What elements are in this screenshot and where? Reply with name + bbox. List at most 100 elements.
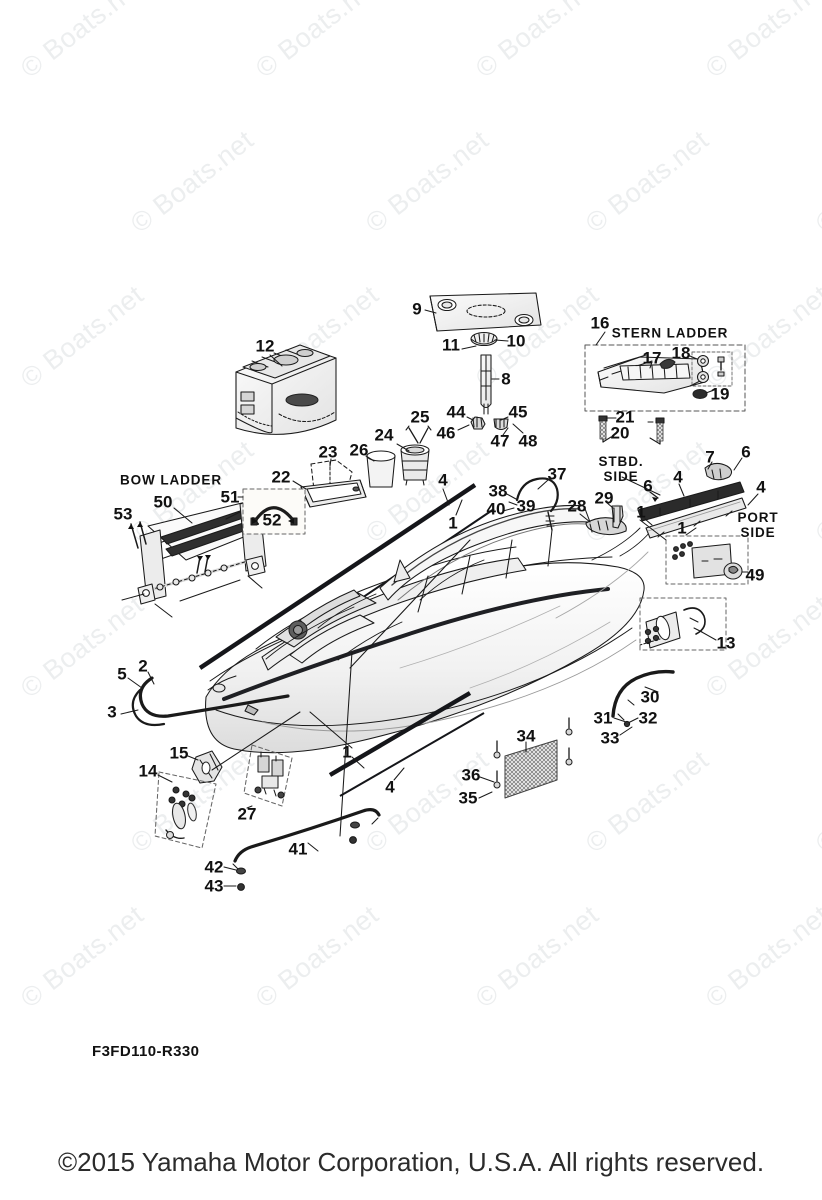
callout-32: 32 [638, 708, 658, 728]
callout-1: 1 [636, 502, 646, 522]
callout-1: 1 [677, 518, 687, 538]
callout-6: 6 [741, 442, 751, 462]
callout-23: 23 [318, 442, 338, 462]
callout-14: 14 [138, 761, 158, 781]
callout-1: 1 [342, 742, 352, 762]
callout-19: 19 [710, 384, 730, 404]
section-label-stern-ladder: STERN LADDER [611, 325, 729, 341]
callout-47: 47 [490, 431, 510, 451]
part-29-bracket [611, 505, 624, 529]
callout-15: 15 [169, 743, 189, 763]
callout-2: 2 [138, 656, 148, 676]
callout-12: 12 [255, 336, 275, 356]
callout-36: 36 [461, 765, 481, 785]
part-9-plate [429, 292, 542, 332]
part-15-bracket [191, 750, 223, 784]
parts-2-3-5 [131, 676, 290, 727]
callout-18: 18 [671, 343, 691, 363]
stern-rail-group [621, 457, 759, 539]
part-14-panel [154, 771, 217, 849]
callout-11: 11 [442, 335, 460, 355]
copyright-text: ©2015 Yamaha Motor Corporation, U.S.A. A… [57, 1146, 765, 1177]
callout-38: 38 [488, 481, 508, 501]
callout-33: 33 [600, 728, 620, 748]
callout-39: 39 [516, 496, 536, 516]
part-41-bar [232, 808, 381, 875]
callout-45: 45 [508, 402, 528, 422]
part-24-cup [400, 444, 430, 486]
rail-lower-1 [328, 691, 472, 777]
part-44-clip [470, 416, 486, 430]
part-8-post [480, 354, 492, 415]
diagram-code: F3FD110-R330 [92, 1043, 200, 1060]
callout-10: 10 [506, 331, 526, 351]
callout-21: 21 [615, 407, 635, 427]
callout-3: 3 [107, 702, 117, 722]
part-13-inset [639, 597, 727, 651]
part-12-cooler [235, 344, 337, 435]
callout-42: 42 [204, 857, 224, 877]
part-49-inset [665, 535, 749, 585]
callout-28: 28 [567, 496, 587, 516]
callout-27: 27 [237, 804, 257, 824]
callout-37: 37 [547, 464, 567, 484]
callout-22: 22 [271, 467, 291, 487]
part-22-tray [300, 479, 367, 508]
part-30-hose [611, 669, 675, 721]
callout-35: 35 [458, 788, 478, 808]
callout-26: 26 [349, 440, 369, 460]
stern-ladder-group [584, 331, 746, 412]
part-51-52-inset [237, 488, 306, 535]
callout-30: 30 [640, 687, 660, 707]
copyright-footer: ©2015 Yamaha Motor Corporation, U.S.A. A… [0, 1140, 822, 1184]
part-18-hardware [691, 351, 733, 387]
callout-31: 31 [593, 708, 613, 728]
callout-1: 1 [448, 513, 458, 533]
part-19-knob [692, 388, 715, 400]
callout-4: 4 [385, 777, 395, 797]
callout-13: 13 [716, 633, 736, 653]
callout-24: 24 [374, 425, 394, 445]
part-27-assembly [243, 744, 293, 807]
callout-16: 16 [590, 313, 610, 333]
boat-hull [205, 504, 651, 754]
callout-4: 4 [438, 470, 448, 490]
rail-lower-4 [339, 712, 485, 797]
part-34-mesh [493, 717, 573, 799]
callout-46: 46 [436, 423, 456, 443]
part-26-cup [366, 450, 396, 488]
part-10-cap [470, 331, 498, 347]
callout-34: 34 [516, 726, 536, 746]
part-37-hose [515, 477, 559, 531]
callout-4: 4 [673, 467, 683, 487]
callout-9: 9 [412, 299, 422, 319]
callout-40: 40 [486, 499, 506, 519]
part-17-ladder [597, 354, 706, 394]
callout-51: 51 [220, 487, 240, 507]
callout-25: 25 [410, 407, 430, 427]
callout-8: 8 [501, 369, 511, 389]
callout-53: 53 [113, 504, 133, 524]
callout-17: 17 [642, 348, 662, 368]
parts-20-21-bolts [598, 415, 665, 445]
callout-44: 44 [446, 402, 466, 422]
callout-29: 29 [594, 488, 614, 508]
callout-52: 52 [262, 510, 282, 530]
callout-50: 50 [153, 492, 173, 512]
part-25-bracket [405, 425, 432, 444]
callout-4: 4 [756, 477, 766, 497]
callout-6: 6 [643, 476, 653, 496]
rail-upper-4 [198, 483, 477, 670]
part-45-clip [493, 418, 509, 431]
callout-43: 43 [204, 876, 224, 896]
section-label-stbd-side: STBD.SIDE [598, 453, 644, 484]
callout-41: 41 [288, 839, 308, 859]
diagram-artwork [120, 292, 759, 891]
callout-20: 20 [610, 423, 630, 443]
callout-48: 48 [518, 431, 538, 451]
section-label-bow-ladder: BOW LADDER [120, 472, 222, 488]
callout-5: 5 [117, 664, 127, 684]
